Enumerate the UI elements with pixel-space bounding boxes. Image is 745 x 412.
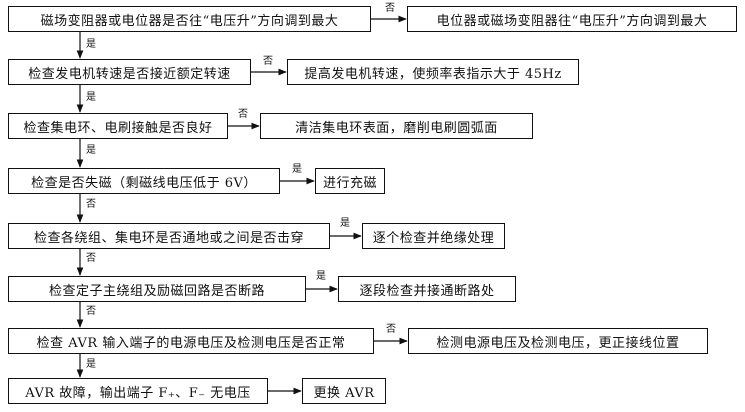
down-label-3: 是 (86, 145, 96, 156)
branch-label-1: 否 (385, 3, 395, 14)
branch-label-4: 是 (292, 164, 302, 175)
fix-box-2: 提高发电机转速，使频率表指示大于 45Hz (287, 59, 579, 85)
down-label-2: 是 (86, 92, 96, 103)
fix-box-3: 清洁集电环表面，磨削电刷圆弧面 (260, 113, 533, 139)
branch-label-3: 否 (238, 109, 248, 120)
check-box-2: 检查发电机转速是否接近额定转速 (8, 59, 251, 85)
check-box-3: 检查集电环、电刷接触是否良好 (8, 113, 228, 139)
fix-box-7: 检测电源电压及检测电压，更正接线位置 (408, 328, 708, 354)
down-label-5: 否 (86, 253, 96, 264)
down-label-4: 否 (86, 199, 96, 210)
fix-box-5: 逐个检查并绝缘处理 (362, 223, 505, 249)
branch-label-5: 是 (340, 218, 350, 229)
check-box-7: 检查 AVR 输入端子的电源电压及检测电压是否正常 (8, 328, 374, 354)
fix-box-8: 更换 AVR (302, 378, 386, 404)
down-label-7: 是 (86, 359, 96, 370)
check-box-6: 检查定子主绕组及励磁回路是否断路 (8, 276, 306, 302)
branch-label-6: 是 (316, 271, 326, 282)
check-box-4: 检查是否失磁（剩磁线电压低于 6V） (8, 168, 280, 194)
fix-box-1: 电位器或磁场变阻器往“电压升”方向调到最大 (407, 6, 737, 32)
down-label-1: 是 (86, 39, 96, 50)
check-box-1: 磁场变阻器或电位器是否往“电压升”方向调到最大 (8, 6, 371, 32)
fix-box-6: 逐段检查并接通断路处 (338, 276, 516, 302)
branch-label-2: 否 (263, 56, 273, 67)
down-label-6: 否 (86, 306, 96, 317)
check-box-8: AVR 故障，输出端子 F₊、F₋ 无电压 (8, 378, 268, 404)
branch-label-7: 否 (386, 324, 396, 335)
check-box-5: 检查各绕组、集电环是否通地或之间是否击穿 (8, 223, 330, 249)
fix-box-4: 进行充磁 (315, 168, 385, 194)
